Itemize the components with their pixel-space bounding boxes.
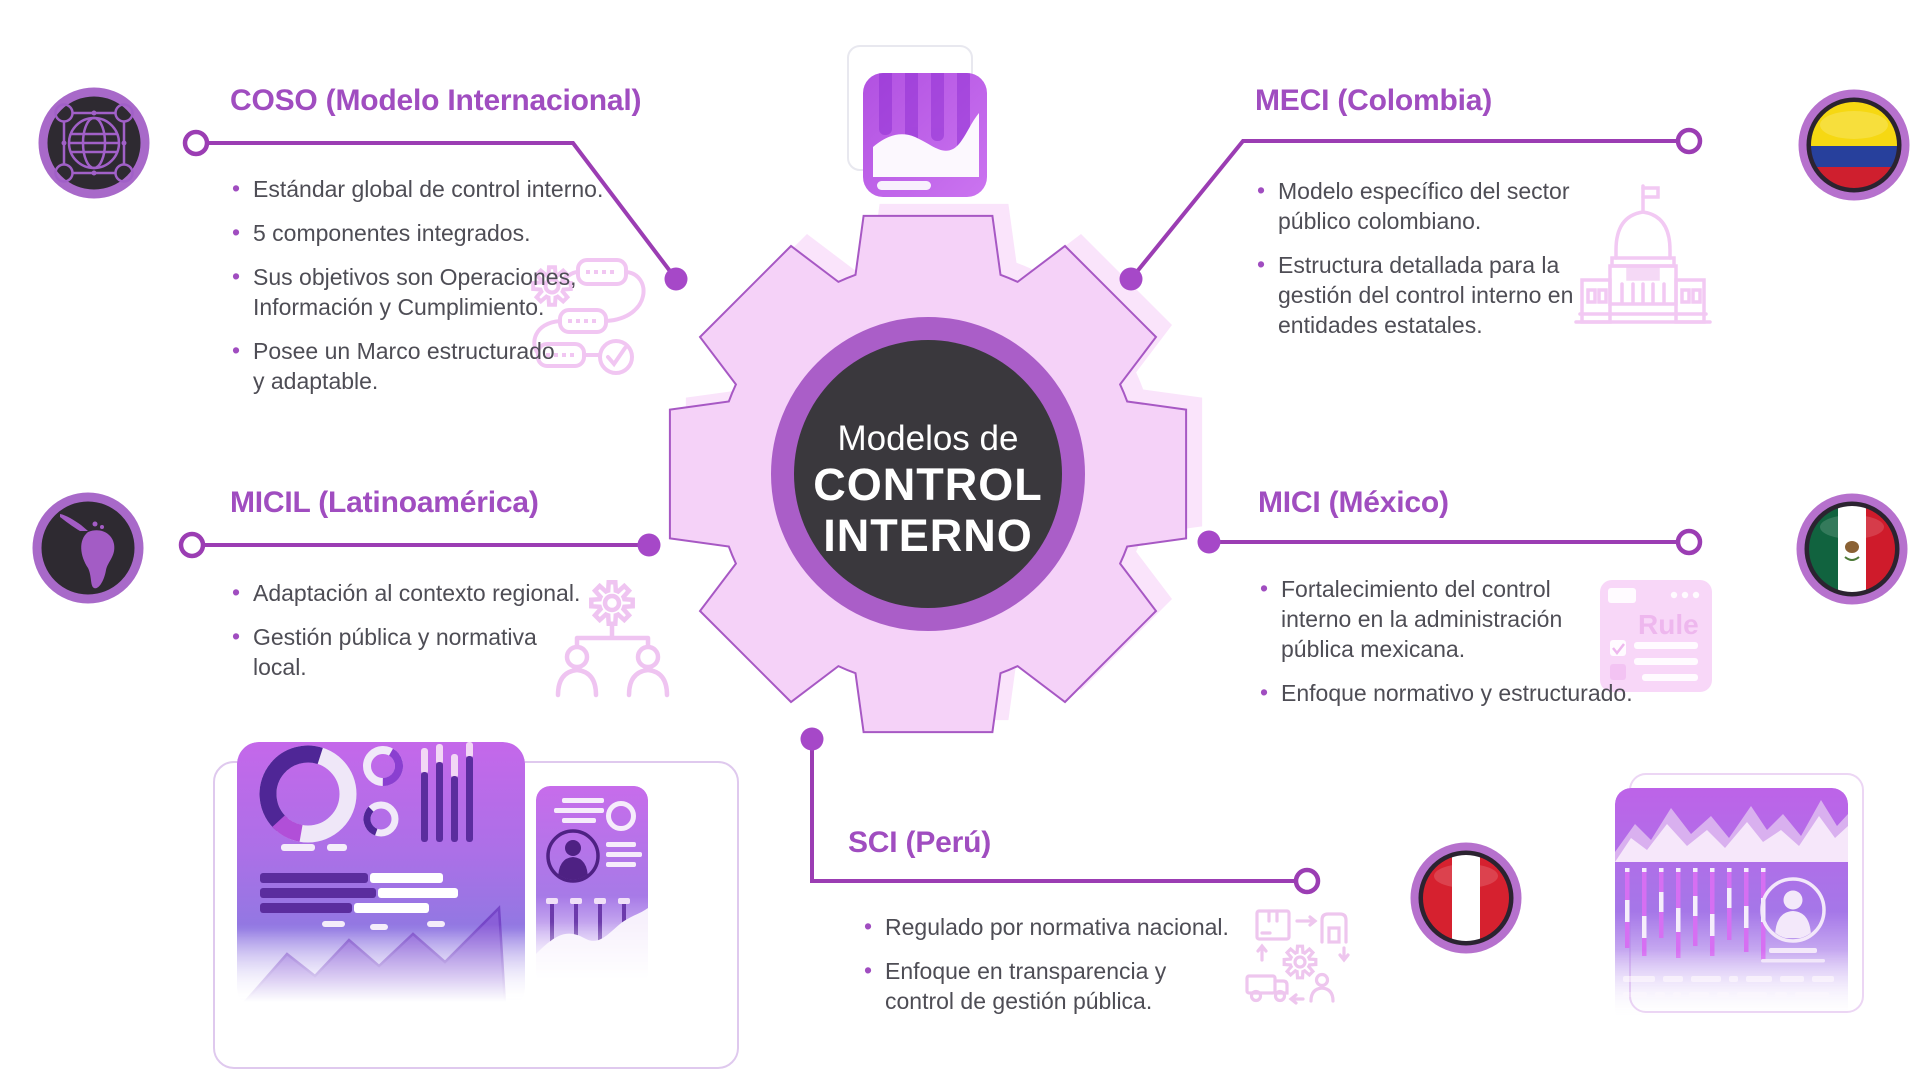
connector-ring [178, 531, 206, 559]
connector-dot [1197, 530, 1221, 554]
center-title-line1: Modelos de [837, 419, 1019, 458]
bullet-list-meci: Modelo específico del sector público col… [1255, 175, 1595, 354]
center-title-line3: INTERNO [823, 510, 1033, 561]
bullet-list-mici: Fortalecimiento del control interno en l… [1258, 573, 1658, 722]
capitol-building-icon [1574, 184, 1712, 324]
bullet-item: Regulado por normativa nacional. [862, 911, 1242, 942]
connector-meci [1119, 127, 1703, 291]
connector-sci [800, 727, 1321, 895]
section-title-meci: MECI (Colombia) [1255, 84, 1492, 117]
connector-ring [182, 129, 210, 157]
bullet-item: Sus objetivos son Operaciones, Informaci… [230, 261, 610, 322]
bullet-list-sci: Regulado por normativa nacional. Enfoque… [862, 911, 1242, 1030]
analytics-card [1615, 788, 1848, 1026]
latin-america-map-icon [32, 492, 144, 604]
connectors [178, 127, 1703, 895]
global-network-icon [38, 87, 150, 199]
bullet-list-micil: Adaptación al contexto regional. Gestión… [230, 577, 610, 696]
center-title-line2: CONTROL [813, 459, 1043, 510]
bullet-item: Posee un Marco estructurado y adaptable. [230, 335, 610, 396]
bullet-list-coso: Estándar global de control interno. 5 co… [230, 173, 610, 410]
center-core [794, 340, 1062, 608]
connector-dot [1119, 267, 1143, 291]
peru-flag-icon [1410, 842, 1522, 954]
center-title: Modelos de CONTROL INTERNO [763, 419, 1093, 561]
bullet-item: Enfoque normativo y estructurado. [1258, 677, 1658, 708]
dashboard-card [237, 742, 525, 1010]
connector-dot [637, 533, 661, 557]
section-title-sci: SCI (Perú) [848, 826, 992, 859]
logistics-process-icon [1245, 909, 1350, 1005]
connector-coso [182, 129, 688, 291]
bullet-item: Fortalecimiento del control interno en l… [1258, 573, 1658, 664]
chart-tile-icon [863, 73, 987, 197]
center-gear [668, 203, 1203, 734]
connector-mici [1197, 528, 1703, 556]
bullet-item: Estructura detallada para la gestión del… [1255, 249, 1595, 340]
mexico-flag-icon [1796, 493, 1908, 605]
bullet-item: Estándar global de control interno. [230, 173, 610, 204]
connector-ring [1675, 528, 1703, 556]
connector-dot [664, 267, 688, 291]
bullet-item: Modelo específico del sector público col… [1255, 175, 1595, 236]
bullet-item: Enfoque en transparencia y control de ge… [862, 955, 1242, 1016]
section-title-coso: COSO (Modelo Internacional) [230, 84, 642, 117]
connector-dot [800, 727, 824, 751]
bullet-item: Gestión pública y normativa local. [230, 621, 610, 682]
section-title-mici: MICI (México) [1258, 486, 1449, 519]
connector-ring [1675, 127, 1703, 155]
profile-card [536, 786, 648, 986]
connector-micil [178, 531, 661, 559]
bullet-item: Adaptación al contexto regional. [230, 577, 610, 608]
center-ring [771, 317, 1085, 631]
colombia-flag-icon [1798, 89, 1910, 201]
connector-ring [1293, 867, 1321, 895]
section-title-micil: MICIL (Latinoamérica) [230, 486, 539, 519]
bullet-item: 5 componentes integrados. [230, 217, 610, 248]
